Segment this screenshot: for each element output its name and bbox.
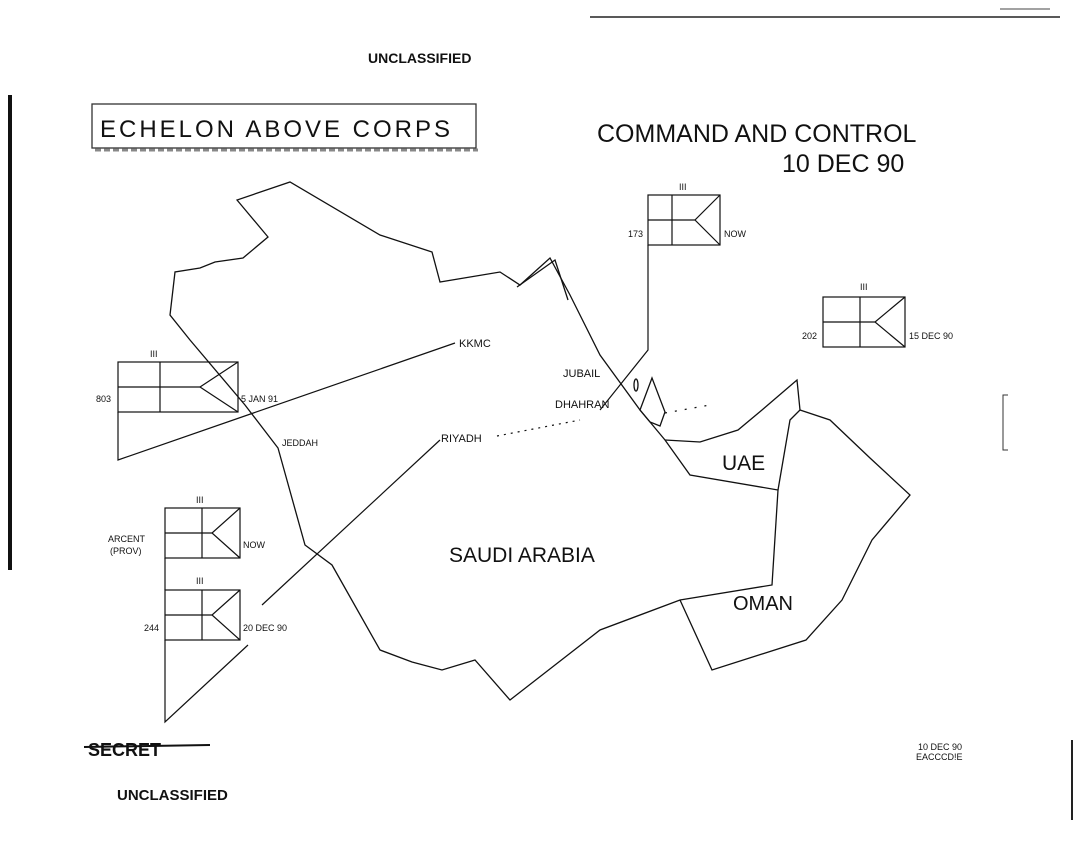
scan-bracket bbox=[1002, 394, 1008, 451]
unit-arcent-echelon: III bbox=[196, 495, 204, 505]
unit-202-id: 202 bbox=[802, 331, 817, 341]
unit-202-date: 15 DEC 90 bbox=[909, 331, 953, 341]
unit-arcent-date: NOW bbox=[243, 540, 266, 550]
secret-strikethrough bbox=[83, 744, 211, 748]
connector-dotted-east bbox=[664, 404, 711, 414]
unit-symbol-173 bbox=[647, 194, 721, 246]
kuwait-triangle bbox=[516, 258, 569, 301]
city-riyadh: RIYADH bbox=[441, 433, 482, 445]
connector-173-jubail bbox=[599, 245, 649, 411]
stamp-code: EACCCD!E bbox=[916, 752, 963, 762]
classification-top: UNCLASSIFIED bbox=[368, 50, 471, 66]
secret-marking-struck: SECRET bbox=[88, 740, 161, 760]
bahrain-island bbox=[633, 378, 639, 392]
connector-244-riyadh bbox=[261, 439, 441, 606]
unit-arcent-id-line1: ARCENT bbox=[108, 534, 146, 544]
connector-riyadh-dhahran bbox=[496, 419, 581, 437]
country-saudi-arabia: SAUDI ARABIA bbox=[449, 544, 595, 567]
city-jeddah: JEDDAH bbox=[282, 438, 318, 448]
unit-244-date: 20 DEC 90 bbox=[243, 623, 287, 633]
title-box bbox=[91, 103, 477, 149]
unit-173-id: 173 bbox=[628, 229, 643, 239]
connector-arcent bbox=[164, 558, 249, 724]
page-title: COMMAND AND CONTROL bbox=[597, 120, 917, 148]
saudi-arabia-outline bbox=[169, 181, 779, 701]
connector-803-kkmc bbox=[117, 342, 456, 461]
country-uae: UAE bbox=[722, 452, 765, 475]
unit-symbol-arcent bbox=[164, 507, 241, 559]
unit-173-echelon: III bbox=[679, 182, 687, 192]
unit-202-echelon: III bbox=[860, 282, 868, 292]
stamp-date: 10 DEC 90 bbox=[918, 742, 962, 752]
scan-edge-bar bbox=[8, 95, 12, 570]
unit-803-echelon: III bbox=[150, 349, 158, 359]
unit-173-date: NOW bbox=[724, 229, 747, 239]
city-kkmc: KKMC bbox=[459, 338, 491, 350]
unit-244-id: 244 bbox=[144, 623, 159, 633]
oman-outline bbox=[679, 409, 911, 671]
unit-803-date: 5 JAN 91 bbox=[241, 394, 278, 404]
unit-symbol-803 bbox=[117, 361, 239, 413]
unit-244-echelon: III bbox=[196, 576, 204, 586]
unit-803-id: 803 bbox=[96, 394, 111, 404]
city-dhahran: DHAHRAN bbox=[555, 399, 609, 411]
page-date: 10 DEC 90 bbox=[782, 150, 904, 178]
unit-symbol-244 bbox=[164, 589, 241, 641]
city-jubail: JUBAIL bbox=[563, 368, 600, 380]
uae-outline bbox=[664, 378, 801, 491]
unit-arcent-id-line2: (PROV) bbox=[110, 546, 142, 556]
classification-bottom: UNCLASSIFIED bbox=[117, 787, 228, 804]
qatar-outline bbox=[639, 376, 666, 427]
title-box-text: ECHELON ABOVE CORPS bbox=[100, 116, 450, 143]
unit-symbol-202 bbox=[822, 296, 906, 348]
country-oman: OMAN bbox=[733, 593, 793, 615]
